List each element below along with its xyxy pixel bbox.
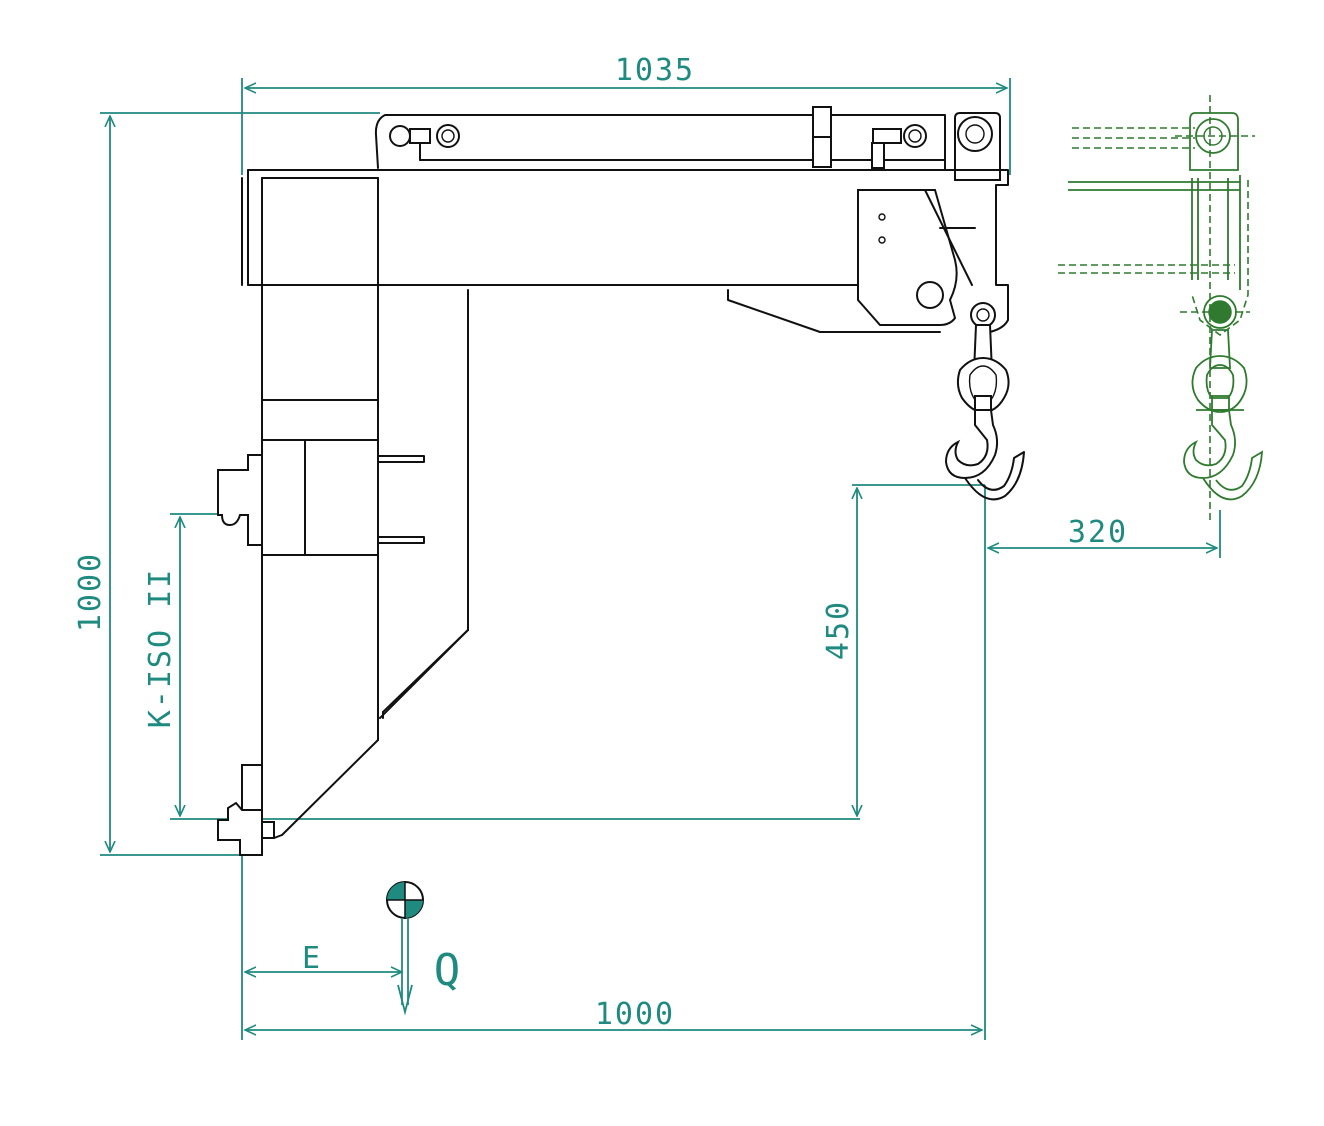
- crane-structure: [217, 106, 1009, 856]
- extended-position-view: [1058, 95, 1264, 520]
- dimension-lines: [100, 78, 1221, 1040]
- load-center-label: E: [302, 941, 322, 976]
- lifting-hook: [944, 302, 1025, 501]
- hook-height-label: 450: [821, 600, 856, 660]
- fork-class-label: K-ISO II: [143, 568, 178, 729]
- overall-height-label: 1000: [73, 552, 108, 632]
- reach-label: 1000: [595, 997, 675, 1032]
- load-label: Q: [434, 945, 461, 996]
- load-center-symbol: [386, 881, 424, 1016]
- hook-extension-label: 320: [1068, 515, 1128, 550]
- overall-length-label: 1035: [615, 53, 695, 88]
